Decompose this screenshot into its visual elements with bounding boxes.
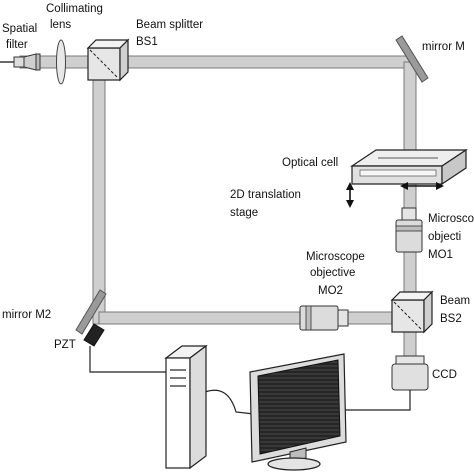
microscope-objective-mo2 [299,305,349,331]
beam-splitter-label-line1: Beam splitter [136,19,203,31]
beam-splitter-bs1 [86,38,130,82]
collimating-lens-label-line2: lens [50,19,71,31]
spatial-filter [0,53,41,71]
mo1-label-line3: MO1 [428,249,453,261]
bs2-label-line2: BS2 [440,313,462,325]
mirror-m2-label: mirror M2 [2,309,51,321]
mirror-m1-label: mirror M [422,41,465,53]
bottom-arm-beam [98,311,412,325]
spatial-filter-label-line2: filter [6,39,28,51]
mirror-m2 [75,289,107,335]
optical-cell-label: Optical cell [282,157,338,169]
spatial-filter-label-line1: Spatial [2,23,37,35]
computer-tower [164,344,208,470]
ccd-label: CCD [432,369,457,381]
translation-stage-label-line1: 2D translation [230,189,301,201]
mo2-label-line1: Microscope [306,251,365,263]
left-arm-beam [92,61,106,325]
beam-paths [19,55,417,359]
beam-splitter-bs2 [390,290,434,334]
mo1-label-line1: Microsco [428,213,474,225]
beam-splitter-label-line2: BS1 [136,36,158,48]
mo2-label-line2: objective [310,267,355,279]
ccd-camera [391,355,429,391]
microscope-objective-mo1 [395,207,423,253]
bs2-label-line1: Beam [440,295,470,307]
collimating-lens-label-line1: Collimating [46,3,103,15]
optical-cell [350,148,468,186]
mirror-m1 [395,35,429,83]
pzt-actuator [83,323,105,347]
mo2-label-line3: MO2 [318,285,343,297]
translation-stage-label-line2: stage [230,207,258,219]
mo1-label-line2: objecti [428,231,461,243]
pzt-label: PZT [54,339,76,351]
monitor-screen [257,359,341,455]
monitor [249,353,347,471]
top-arm-beam [109,55,411,69]
right-arm-beam [403,61,417,325]
translation-stage-arrows [346,182,444,208]
collimating-lens [56,39,66,85]
